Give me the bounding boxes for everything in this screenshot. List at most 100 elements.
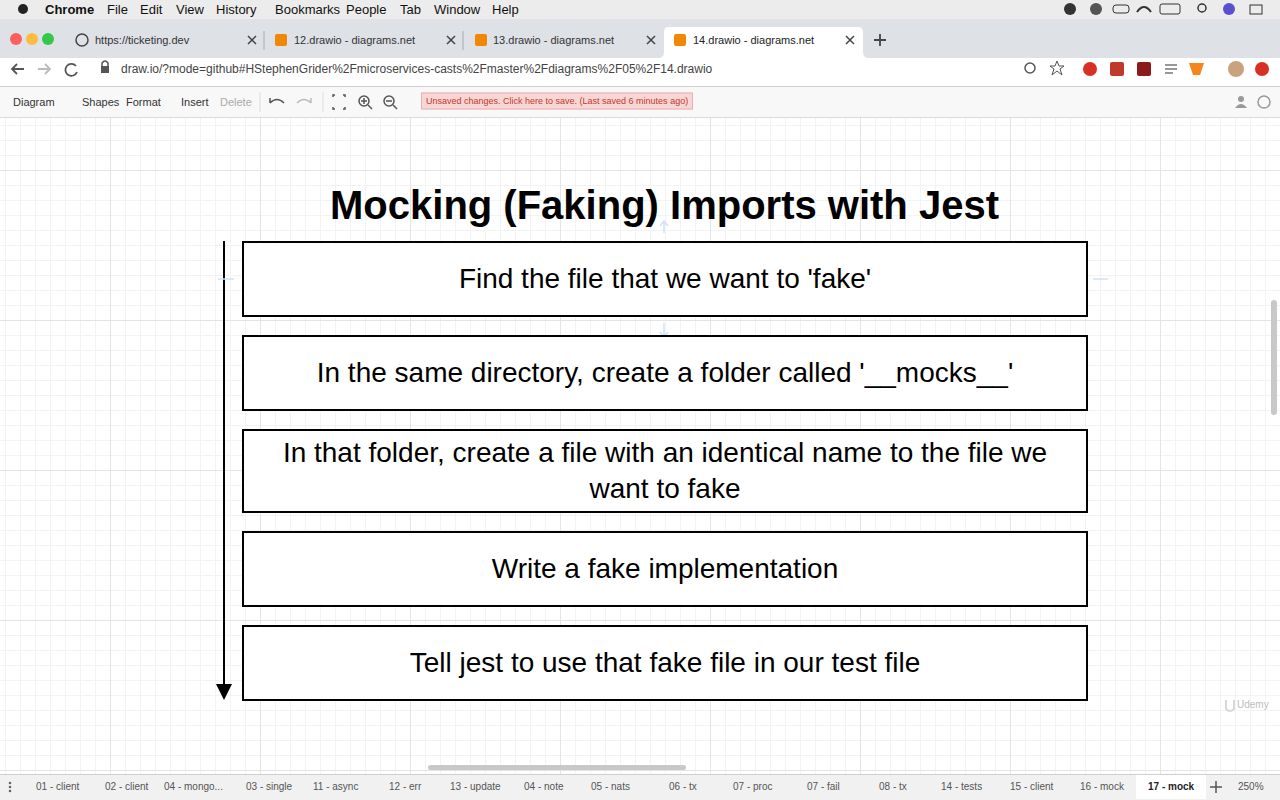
tab-close	[447, 36, 455, 44]
step-text: Write a fake implementation	[492, 551, 839, 587]
battery-icon	[1160, 4, 1180, 14]
step-text: Find the file that we want to 'fake'	[459, 261, 871, 297]
toolbar-separator	[260, 92, 261, 112]
zoom-out-icon	[386, 101, 397, 109]
redo-icon	[297, 98, 311, 103]
tab-strip	[0, 19, 1280, 58]
zoom-in-icon	[361, 98, 372, 109]
step-text: In the same directory, create a folder c…	[317, 355, 1014, 391]
status-icon	[1113, 5, 1129, 13]
menu-button: Diagram	[13, 97, 55, 108]
watermark-logo	[1226, 700, 1234, 711]
diagram-title: Mocking (Faking) Imports with Jest	[242, 181, 1087, 229]
forward-button	[38, 64, 50, 74]
ui-label: Delete	[220, 97, 252, 108]
drawio-favicon	[275, 34, 287, 46]
ui-label: 15 - client	[1010, 782, 1053, 792]
save-warning: Unsaved changes. Click here to save. (La…	[421, 93, 693, 110]
watermark: Udemy	[1237, 700, 1269, 710]
user-icon	[1238, 96, 1244, 102]
ui-label: 11 - async	[313, 782, 358, 792]
ui-label: Insert	[181, 97, 209, 108]
wifi-icon	[1137, 7, 1151, 12]
ui-label: Tab	[400, 3, 421, 16]
apple-logo	[18, 4, 28, 14]
ui-label: 04 - note	[524, 782, 563, 792]
new-tab	[874, 34, 886, 46]
tab-separator	[463, 31, 464, 50]
page-menu	[9, 782, 12, 785]
ui-label: 14 - tests	[941, 782, 982, 792]
ui-label: Shapes	[82, 97, 119, 108]
status-icon	[1090, 3, 1102, 15]
active-tab	[658, 27, 869, 58]
ui-label: draw.io/?mode=github#HStephenGrider%2Fmi…	[121, 63, 712, 75]
toolbar-separator	[323, 92, 324, 112]
ui-label: Window	[434, 3, 480, 16]
drawio-favicon	[674, 34, 686, 46]
sequence-arrow-head	[216, 684, 232, 700]
ui-label: 07 - fail	[807, 782, 840, 792]
ui-label: File	[107, 3, 128, 16]
add-page	[1210, 781, 1222, 793]
ui-label: 07 - proc	[733, 782, 772, 792]
menu-icon	[1250, 5, 1262, 14]
profile-avatar	[1228, 61, 1244, 77]
siri-icon	[1223, 3, 1235, 15]
ui-label: View	[176, 3, 204, 16]
language-icon	[1258, 96, 1270, 108]
ui-label: 02 - client	[105, 782, 148, 792]
ui-label: 13 - update	[450, 782, 501, 792]
step-box: Write a fake implementation	[242, 531, 1088, 607]
step-text: In that folder, create a file with an id…	[256, 435, 1074, 507]
ui-label: 08 - tx	[879, 782, 907, 792]
extension-icon	[1137, 62, 1151, 76]
ui-label: 16 - mock	[1080, 782, 1124, 792]
ui-label: Format	[126, 97, 161, 108]
user-icon	[1235, 104, 1247, 108]
zoom-button	[42, 33, 54, 45]
extension-icon	[1189, 63, 1204, 75]
extension-icon	[1255, 62, 1269, 76]
extension-icon	[1110, 62, 1124, 76]
step-box: Find the file that we want to 'fake'	[242, 241, 1088, 317]
globe-favicon	[76, 34, 88, 46]
ui-label: 05 - nats	[591, 782, 630, 792]
lock-icon	[101, 66, 109, 73]
search-icon	[1198, 4, 1206, 12]
active-page-tab: 17 - mock	[1136, 775, 1206, 799]
ui-label: 06 - tx	[669, 782, 697, 792]
ui-label: 12.drawio - diagrams.net	[294, 35, 415, 46]
status-icon	[1064, 3, 1076, 15]
ui-label: 03 - single	[246, 782, 292, 792]
zoom-icon	[1025, 63, 1035, 73]
extension-icon	[1083, 62, 1097, 76]
bookmark-star	[1050, 61, 1064, 75]
ui-label: 01 - client	[36, 782, 79, 792]
reload-button	[65, 64, 77, 76]
step-box: In the same directory, create a folder c…	[242, 335, 1088, 411]
drawio-favicon	[475, 34, 487, 46]
tab-close	[647, 36, 655, 44]
ui-label: Chrome	[45, 3, 94, 16]
minimize-button	[26, 33, 38, 45]
step-box: In that folder, create a file with an id…	[242, 429, 1088, 513]
lock-icon	[102, 61, 108, 66]
ui-label: 250%	[1238, 782, 1264, 792]
tab-separator	[264, 31, 265, 50]
step-box: Tell jest to use that fake file in our t…	[242, 625, 1088, 701]
page-menu	[9, 790, 12, 793]
vertical-scrollbar	[1271, 300, 1277, 415]
ui-label: https://ticketing.dev	[95, 35, 189, 46]
close-button	[10, 33, 22, 45]
ui-label: Help	[492, 3, 519, 16]
undo-icon	[270, 98, 284, 103]
ui-label: 12 - err	[389, 782, 421, 792]
ui-label: Bookmarks	[275, 3, 340, 16]
fit-icon	[333, 95, 345, 109]
ui-label: 04 - mongo...	[164, 782, 223, 792]
horizontal-scrollbar	[428, 765, 686, 770]
page-menu	[9, 786, 12, 789]
ui-label: 13.drawio - diagrams.net	[493, 35, 614, 46]
